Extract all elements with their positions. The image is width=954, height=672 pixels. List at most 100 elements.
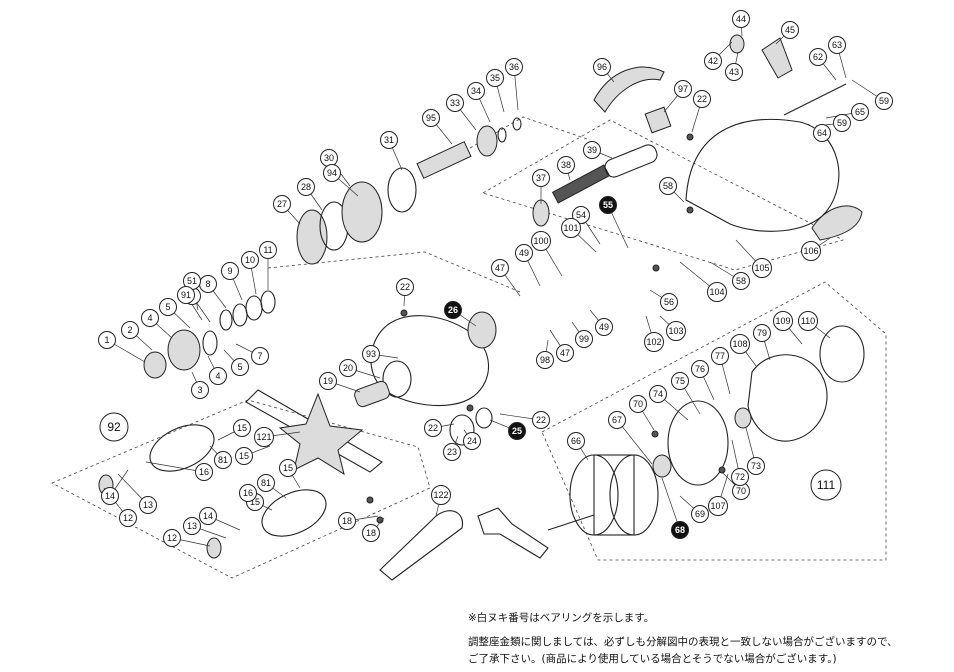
svg-text:96: 96 xyxy=(597,62,607,72)
worm-shaft xyxy=(551,164,611,204)
drag-ring xyxy=(260,290,276,314)
part-callout-13: 13 xyxy=(139,496,157,514)
part-callout-66: 66 xyxy=(567,432,585,450)
part-callout-24: 24 xyxy=(463,432,481,450)
part-callout-35: 35 xyxy=(486,69,504,87)
part-callout-23: 23 xyxy=(443,443,461,461)
part-callout-49: 49 xyxy=(515,244,533,262)
part-callout-20: 20 xyxy=(339,359,357,377)
part-callout-25: 25 xyxy=(508,422,526,440)
part-callout-109: 109 xyxy=(773,311,793,331)
clutch-lever xyxy=(761,37,793,79)
part-callout-121: 121 xyxy=(254,427,274,447)
brake-dial xyxy=(734,407,752,429)
part-callout-59: 59 xyxy=(875,92,893,110)
handle-knob-lower xyxy=(261,489,327,537)
svg-text:31: 31 xyxy=(384,135,394,145)
handle-group-outline xyxy=(51,399,431,579)
part-callout-38: 38 xyxy=(557,156,575,174)
part-callout-5: 5 xyxy=(159,298,177,316)
svg-text:8: 8 xyxy=(205,279,210,289)
svg-text:65: 65 xyxy=(855,107,865,117)
note-line-1: 調整座金類に関しましては、必ずしも分解図中の表現と一致しない場合がございますので… xyxy=(468,636,898,648)
svg-text:81: 81 xyxy=(261,478,271,488)
part-callout-9: 9 xyxy=(221,262,239,280)
svg-text:18: 18 xyxy=(366,528,376,538)
svg-text:15: 15 xyxy=(283,463,293,473)
part-callout-95: 95 xyxy=(422,109,440,127)
svg-text:74: 74 xyxy=(653,389,663,399)
svg-text:102: 102 xyxy=(646,337,661,347)
part-callout-12: 12 xyxy=(119,509,137,527)
screw xyxy=(652,264,660,272)
svg-text:62: 62 xyxy=(813,52,823,62)
svg-text:97: 97 xyxy=(678,84,688,94)
part-callout-13: 13 xyxy=(183,517,201,535)
leader-line xyxy=(145,461,205,473)
part-callout-22: 22 xyxy=(532,411,550,429)
handle-shaft-bushing xyxy=(354,380,390,408)
part-callout-4: 4 xyxy=(141,309,159,327)
svg-text:75: 75 xyxy=(675,376,685,386)
screw xyxy=(651,430,659,438)
svg-text:69: 69 xyxy=(695,509,705,519)
spool-group-outline xyxy=(541,281,887,561)
svg-text:49: 49 xyxy=(519,248,529,258)
pinion-gear xyxy=(476,125,498,157)
part-callout-19: 19 xyxy=(319,372,337,390)
clutch-lever-bearing xyxy=(729,34,745,54)
top-cover xyxy=(593,66,665,113)
part-callout-12: 12 xyxy=(163,529,181,547)
part-callout-3: 3 xyxy=(191,381,209,399)
part-callout-105: 105 xyxy=(752,258,772,278)
svg-text:63: 63 xyxy=(832,40,842,50)
svg-text:1: 1 xyxy=(104,335,109,345)
svg-text:54: 54 xyxy=(576,210,586,220)
part-callout-22: 22 xyxy=(424,419,442,437)
pinion-washer xyxy=(497,127,507,143)
drag-spring-1 xyxy=(219,309,233,331)
part-callout-64: 64 xyxy=(813,124,831,142)
part-callout-36: 36 xyxy=(505,58,523,76)
svg-text:107: 107 xyxy=(710,501,725,511)
group-label-111: 111 xyxy=(810,469,842,501)
svg-text:13: 13 xyxy=(143,500,153,510)
svg-text:104: 104 xyxy=(709,287,724,297)
frame-rod xyxy=(783,83,847,116)
group-label-92: 92 xyxy=(99,412,129,442)
svg-text:9: 9 xyxy=(227,266,232,276)
part-callout-70: 70 xyxy=(629,395,647,413)
svg-text:16: 16 xyxy=(199,467,209,477)
part-callout-55: 55 xyxy=(599,196,617,214)
thumb-rest xyxy=(811,205,863,241)
part-callout-73: 73 xyxy=(747,457,765,475)
svg-text:122: 122 xyxy=(433,490,448,500)
spool-shaft xyxy=(547,514,595,531)
part-callout-44: 44 xyxy=(732,10,750,28)
svg-text:4: 4 xyxy=(215,371,220,381)
part-callout-81: 81 xyxy=(214,451,232,469)
svg-text:70: 70 xyxy=(736,486,746,496)
svg-text:4: 4 xyxy=(147,313,152,323)
part-callout-47: 47 xyxy=(491,259,509,277)
part-callout-8: 8 xyxy=(199,275,217,293)
part-callout-1: 1 xyxy=(98,331,116,349)
svg-text:111: 111 xyxy=(817,478,836,492)
part-callout-15: 15 xyxy=(235,447,253,465)
part-callout-91: 91 xyxy=(177,286,195,304)
screw xyxy=(718,466,726,474)
svg-text:64: 64 xyxy=(817,128,827,138)
svg-text:44: 44 xyxy=(736,14,746,24)
part-callout-75: 75 xyxy=(671,372,689,390)
spool-flange-2 xyxy=(609,454,659,536)
svg-text:25: 25 xyxy=(512,426,522,436)
parts xyxy=(98,34,865,581)
part-callout-49: 49 xyxy=(595,318,613,336)
svg-text:51: 51 xyxy=(187,276,197,286)
svg-text:14: 14 xyxy=(105,491,115,501)
wrench-121 xyxy=(379,510,463,581)
svg-text:91: 91 xyxy=(181,290,191,300)
svg-text:45: 45 xyxy=(785,25,795,35)
pinion-ring xyxy=(512,117,522,131)
svg-text:34: 34 xyxy=(471,86,481,96)
